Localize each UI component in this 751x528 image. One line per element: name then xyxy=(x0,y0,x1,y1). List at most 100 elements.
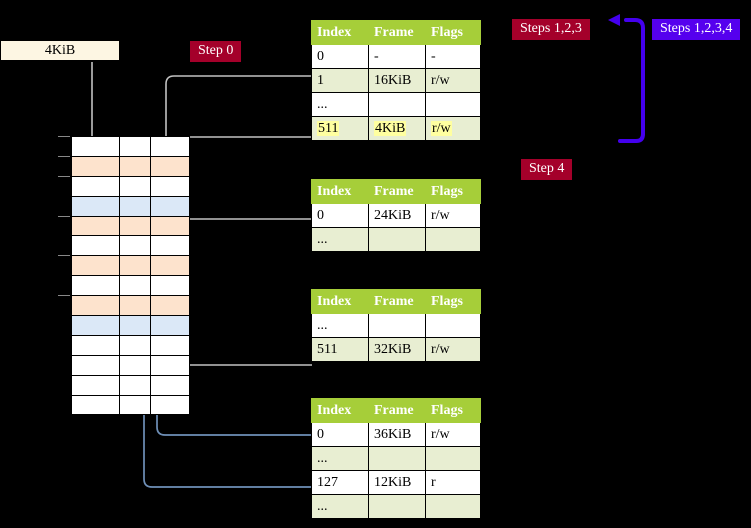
badge-step-0: Step 0 xyxy=(190,41,242,63)
table-cell-frame: 12KiB xyxy=(368,470,426,495)
table-row[interactable]: ... xyxy=(311,313,481,338)
memory-frame-row[interactable] xyxy=(72,236,189,257)
memory-frame-row[interactable] xyxy=(72,176,189,197)
table-cell-flags xyxy=(425,313,481,338)
badge-steps-123: Steps 1,2,3 xyxy=(512,19,590,41)
blue-bracket-arrowhead xyxy=(608,14,620,26)
table-cell-frame: 36KiB xyxy=(368,422,426,447)
memory-frame-row[interactable] xyxy=(72,395,189,416)
memory-frame-row[interactable] xyxy=(72,137,189,157)
table-cell-frame xyxy=(368,446,426,471)
table-cell-frame: 32KiB xyxy=(368,337,426,362)
memory-row-tick xyxy=(58,295,70,297)
table-cell-index: 127 xyxy=(311,470,369,495)
memory-frame-row[interactable] xyxy=(72,196,189,217)
column-header-flags: Flags xyxy=(425,289,481,314)
column-header-frame: Frame xyxy=(368,289,426,314)
size-label-4kib: 4KiB xyxy=(0,40,120,61)
table-cell-flags: r/w xyxy=(425,422,481,447)
table-row[interactable]: ... xyxy=(311,494,481,519)
column-header-frame: Frame xyxy=(368,179,426,204)
memory-frame-row[interactable] xyxy=(72,276,189,297)
memory-frame-row[interactable] xyxy=(72,296,189,317)
table-cell-frame xyxy=(368,313,426,338)
highlighted-value: r/w xyxy=(431,120,452,136)
table-cell-flags: r/w xyxy=(425,68,481,93)
table-cell-flags: r/w xyxy=(425,116,481,141)
table-cell-frame xyxy=(368,227,426,252)
blue-bracket-arrow xyxy=(624,18,645,136)
table-cell-flags: r/w xyxy=(425,203,481,228)
connector-pdpt-to-memory xyxy=(177,218,312,244)
memory-frame-row[interactable] xyxy=(72,156,189,177)
connector-pd-to-memory xyxy=(177,326,312,366)
table-cell-index: ... xyxy=(311,92,369,117)
table-row[interactable]: ... xyxy=(311,446,481,471)
table-cell-flags: r/w xyxy=(425,337,481,362)
table-row[interactable]: ... xyxy=(311,92,481,117)
badge-step-4: Step 4 xyxy=(521,159,573,181)
memory-grid-divider-1 xyxy=(119,137,120,414)
memory-row-tick xyxy=(58,136,70,137)
memory-frame-row[interactable] xyxy=(72,335,189,356)
column-header-index: Index xyxy=(311,289,369,314)
table-cell-index: ... xyxy=(311,227,369,252)
memory-frame-row[interactable] xyxy=(72,216,189,237)
memory-frame-row[interactable] xyxy=(72,316,189,336)
memory-row-tick xyxy=(58,155,70,157)
blue-bracket-tail xyxy=(618,132,645,143)
table-cell-flags xyxy=(425,446,481,471)
table-cell-flags: - xyxy=(425,44,481,69)
table-cell-index: 511 xyxy=(311,116,369,141)
table-cell-frame xyxy=(368,494,426,519)
table-row[interactable]: 511 4KiB r/w xyxy=(311,116,481,141)
table-cell-frame: - xyxy=(368,44,426,69)
memory-frame-row[interactable] xyxy=(72,256,189,277)
table-cell-index: ... xyxy=(311,446,369,471)
table-row[interactable]: ... xyxy=(311,227,481,252)
column-header-flags: Flags xyxy=(425,20,481,45)
column-header-index: Index xyxy=(311,398,369,423)
table-cell-index: 0 xyxy=(311,422,369,447)
table-cell-index: ... xyxy=(311,313,369,338)
highlighted-value: 4KiB xyxy=(374,120,407,136)
column-header-flags: Flags xyxy=(425,179,481,204)
memory-frame-row[interactable] xyxy=(72,355,189,376)
column-header-index: Index xyxy=(311,20,369,45)
badge-steps-1234: Steps 1,2,3,4 xyxy=(652,19,741,41)
connector-memory-to-pml4-row1 xyxy=(165,75,312,92)
memory-frame-row[interactable] xyxy=(72,375,189,396)
memory-row-tick xyxy=(58,255,70,257)
table-cell-index: 0 xyxy=(311,203,369,228)
table-row[interactable]: 0-- xyxy=(311,44,481,69)
table-cell-frame xyxy=(368,92,426,117)
table-cell-index: 511 xyxy=(311,337,369,362)
table-cell-flags: r xyxy=(425,470,481,495)
size-label-text: 4KiB xyxy=(44,42,76,58)
column-header-frame: Frame xyxy=(368,20,426,45)
highlighted-value: 511 xyxy=(317,120,340,136)
column-header-frame: Frame xyxy=(368,398,426,423)
table-cell-flags xyxy=(425,494,481,519)
table-cell-flags xyxy=(425,92,481,117)
table-cell-frame: 4KiB xyxy=(368,116,426,141)
column-header-index: Index xyxy=(311,179,369,204)
memory-grid-divider-2 xyxy=(150,137,151,414)
table-cell-frame: 16KiB xyxy=(368,68,426,93)
table-cell-index: 0 xyxy=(311,44,369,69)
table-cell-index: ... xyxy=(311,494,369,519)
